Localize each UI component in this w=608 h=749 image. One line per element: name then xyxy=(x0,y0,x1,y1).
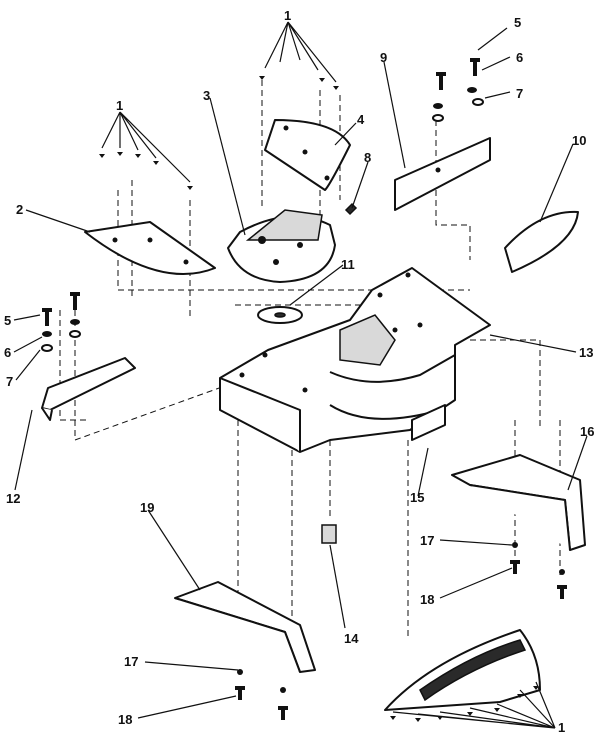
callout-13: 13 xyxy=(579,345,593,360)
part-9-strip-plate xyxy=(394,137,491,211)
callout-labels: 1 1 1 2 3 4 5 5 6 6 7 7 8 9 10 11 12 13 … xyxy=(4,8,594,735)
callout-18-right: 18 xyxy=(420,592,434,607)
part-15-block xyxy=(411,404,446,441)
callout-6-left: 6 xyxy=(4,345,11,360)
part-13-main-base xyxy=(219,267,491,453)
fasteners xyxy=(41,58,567,722)
callout-3: 3 xyxy=(203,88,210,103)
callout-15: 15 xyxy=(410,490,424,505)
callout-1-top: 1 xyxy=(284,8,291,23)
callout-12: 12 xyxy=(6,491,20,506)
callout-8: 8 xyxy=(364,150,371,165)
callout-6-right: 6 xyxy=(516,50,523,65)
part-3-round-housing xyxy=(227,209,336,283)
bevel-scale-segment xyxy=(384,629,541,711)
callout-18-left: 18 xyxy=(118,712,132,727)
part-8-clip xyxy=(344,202,358,216)
callout-5-right: 5 xyxy=(514,15,521,30)
callout-4: 4 xyxy=(357,112,365,127)
callout-1-bottom: 1 xyxy=(558,720,565,735)
part-12-angle-bracket xyxy=(41,357,136,421)
callout-17-left: 17 xyxy=(124,654,138,669)
callout-2: 2 xyxy=(16,202,23,217)
callout-5-left: 5 xyxy=(4,313,11,328)
part-10-wedge-cover xyxy=(504,210,579,273)
callout-7-right: 7 xyxy=(516,86,523,101)
callout-19: 19 xyxy=(140,500,154,515)
callout-11: 11 xyxy=(341,257,355,272)
part-2-left-shield xyxy=(84,221,216,275)
callout-17-right: 17 xyxy=(420,533,434,548)
leader-lines xyxy=(13,21,588,729)
part-16-right-rail xyxy=(451,454,586,551)
part-11-disc xyxy=(257,306,303,324)
callout-1-left: 1 xyxy=(116,98,123,113)
callout-9: 9 xyxy=(380,50,387,65)
part-4-upper-shield xyxy=(264,119,351,191)
callout-10: 10 xyxy=(572,133,586,148)
callout-7-left: 7 xyxy=(6,374,13,389)
callout-16: 16 xyxy=(580,424,594,439)
part-19-left-rail xyxy=(174,581,316,673)
callout-14: 14 xyxy=(344,631,359,646)
